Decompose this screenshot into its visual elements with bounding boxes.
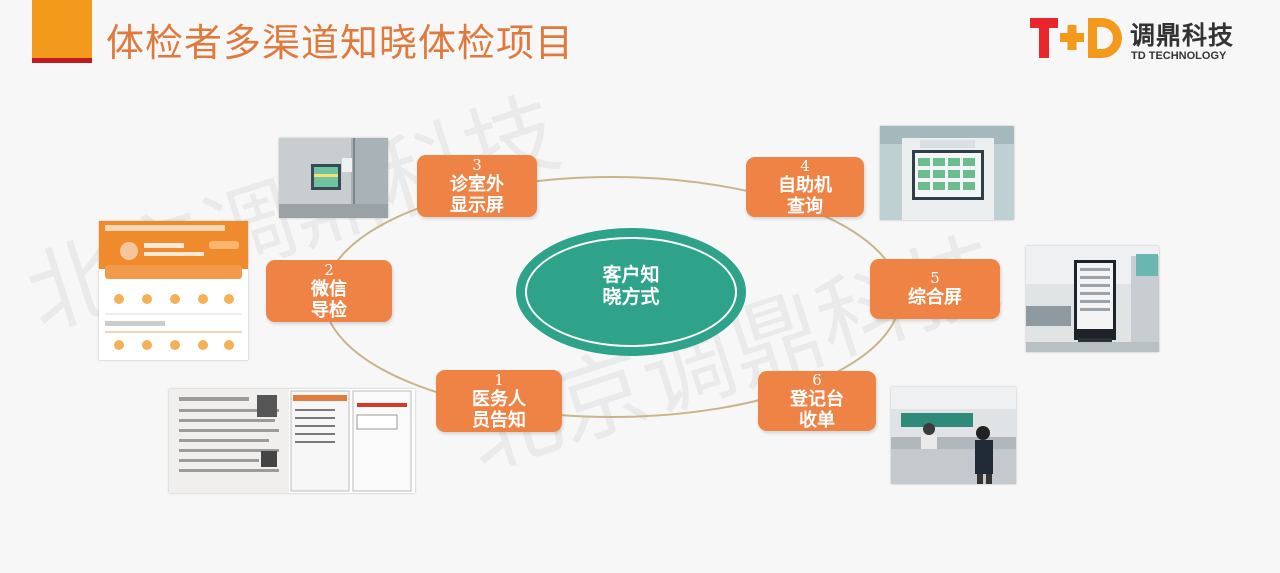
node-2-wechat: 2 微信 导检	[266, 260, 392, 322]
title-accent-bar	[32, 0, 92, 58]
node-number: 3	[472, 155, 482, 174]
paper-form-photo	[169, 389, 415, 493]
node-number: 5	[930, 269, 940, 287]
node-label: 自助机 查询	[778, 174, 832, 217]
node-label: 医务人 员告知	[472, 388, 526, 431]
node-4-self-service: 4 自助机 查询	[746, 157, 864, 217]
center-label: 客户知 晓方式	[516, 264, 746, 308]
title-accent-line	[32, 58, 92, 63]
center-line-2: 晓方式	[602, 286, 660, 308]
node-label: 登记台 收单	[790, 388, 844, 431]
standing-screen-photo	[1026, 246, 1159, 352]
node-1-staff-notice: 1 医务人 员告知	[436, 370, 562, 432]
node-number: 2	[324, 260, 334, 279]
node-3-display-screen: 3 诊室外 显示屏	[417, 155, 537, 217]
registration-desk-photo	[891, 387, 1016, 484]
node-label: 诊室外 显示屏	[450, 173, 504, 216]
center-inner-ring	[525, 237, 737, 347]
node-5-integrated-screen: 5 综合屏	[870, 259, 1000, 319]
node-number: 4	[800, 156, 810, 175]
wechat-screenshot-photo	[99, 221, 248, 360]
node-label: 微信 导检	[311, 278, 347, 321]
self-service-kiosk-photo	[880, 126, 1014, 220]
company-logo: 调鼎科技 TD TECHNOLOGY	[1030, 14, 1260, 64]
logo-english-name: TD TECHNOLOGY	[1131, 50, 1227, 62]
td-logo-icon	[1030, 18, 1122, 58]
wall-display-photo	[279, 138, 388, 218]
page-title: 体检者多渠道知晓体检项目	[106, 21, 575, 65]
node-number: 6	[812, 370, 822, 389]
node-6-registration-desk: 6 登记台 收单	[758, 371, 876, 431]
center-line-1: 客户知	[602, 264, 660, 286]
node-label: 综合屏	[908, 287, 962, 308]
logo-chinese-name: 调鼎科技	[1130, 21, 1235, 50]
center-concept: 客户知 晓方式	[516, 228, 746, 356]
node-number: 1	[494, 370, 504, 389]
